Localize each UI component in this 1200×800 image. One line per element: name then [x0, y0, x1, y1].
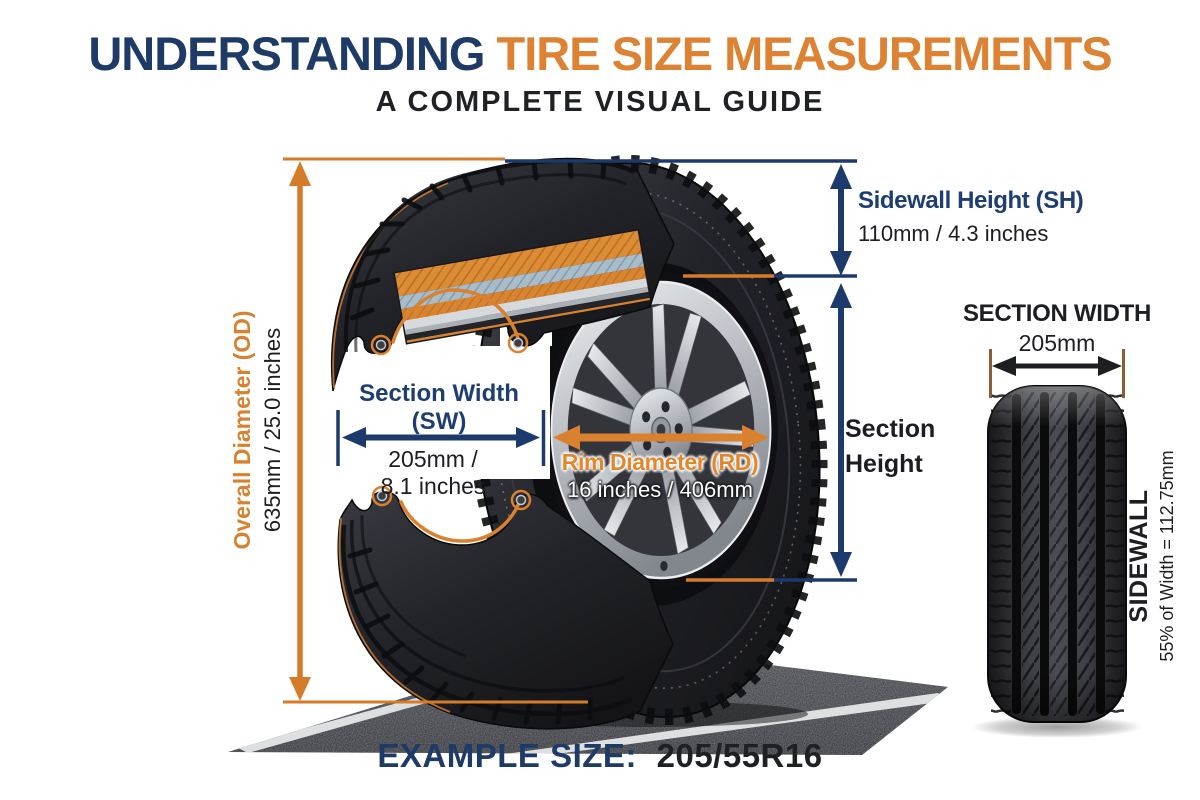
od-arrow — [283, 157, 588, 704]
cutaway-bottom-arch — [337, 485, 674, 730]
bead-wires-bottom — [371, 485, 532, 511]
section-height-arrow — [774, 283, 857, 582]
example-size-label: EXAMPLE SIZE: — [377, 737, 637, 774]
section-width-arrow — [336, 410, 546, 466]
lug-holes — [642, 401, 683, 458]
title-accent-part: TIRE SIZE MEASUREMENTS — [496, 27, 1112, 80]
section-width-label: Section Width (SW) — [359, 380, 519, 435]
front-view-tire — [971, 385, 1143, 738]
valve-stem — [660, 561, 668, 571]
sidewall-label: SIDEWALL — [1125, 489, 1153, 623]
sidewall-value: 55% of Width = 112.75mm — [1157, 450, 1177, 662]
rim-diameter-arrow — [553, 425, 769, 450]
tread-sipes-bottom — [347, 547, 593, 725]
sidewall-height-arrow — [505, 159, 857, 278]
page-title: UNDERSTANDING TIRE SIZE MEASUREMENTS — [0, 26, 1200, 81]
example-size-value: 205/55R16 — [656, 737, 823, 774]
front-view-title: SECTION WIDTH — [962, 300, 1152, 327]
bead-wires-top — [370, 332, 529, 356]
title-dark-part: UNDERSTANDING — [88, 27, 485, 80]
cutaway-top-arch — [330, 157, 675, 392]
example-size: EXAMPLE SIZE: 205/55R16 — [0, 737, 1200, 775]
front-width-arrow — [989, 349, 1125, 398]
sidewall-annotation: SIDEWALL 55% of Width = 112.75mm — [1124, 403, 1188, 709]
front-tire-shadow — [971, 716, 1143, 738]
sidewall-height-value: 110mm / 4.3 inches — [858, 221, 1049, 246]
page-subtitle: A COMPLETE VISUAL GUIDE — [375, 86, 825, 118]
rim-diameter-label: Rim Diameter (RD) — [561, 449, 759, 475]
wheel-rim — [544, 272, 778, 588]
overall-diameter-label: Overall Diameter (OD) — [229, 310, 255, 550]
overall-diameter-annotation: Overall Diameter (OD) 635mm / 25.0 inche… — [226, 262, 290, 598]
tread-sipes-top — [349, 158, 607, 321]
cutaway-layer-stack — [393, 228, 652, 345]
rim-diameter-value: 16 inches / 406mm — [567, 477, 753, 502]
section-width-value: 205mm / 8.1 inches — [380, 446, 486, 499]
sidewall-height-label: Sidewall Height (SH) — [858, 187, 1084, 214]
section-height-label: Section Height — [845, 415, 936, 478]
overall-diameter-value: 635mm / 25.0 inches — [260, 327, 285, 533]
front-view-width-value: 205mm — [1018, 330, 1096, 356]
